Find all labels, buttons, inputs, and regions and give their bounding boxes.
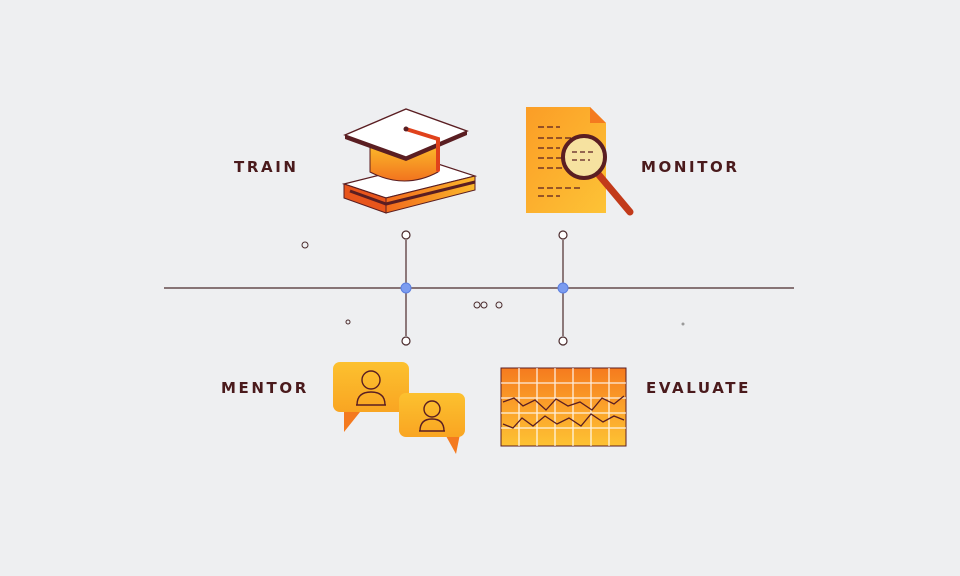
line-chart-grid-icon xyxy=(500,367,627,447)
connector-left-top-node xyxy=(401,230,411,240)
graduation-cap-on-book-icon xyxy=(341,108,478,214)
step-label-monitor: MONITOR xyxy=(641,158,740,176)
step-label-evaluate: EVALUATE xyxy=(646,379,751,397)
connector-right-bottom-node xyxy=(558,336,568,346)
chat-bubbles-people-icon xyxy=(333,362,465,454)
step-label-train: TRAIN xyxy=(234,158,299,176)
connector-right-top-node xyxy=(558,230,568,240)
step-label-mentor: MENTOR xyxy=(221,379,309,397)
connector-right xyxy=(557,230,569,346)
connector-left-bottom-node xyxy=(401,336,411,346)
decorative-dots xyxy=(301,241,503,325)
connector-left-axis-node xyxy=(400,282,412,294)
document-magnifier-icon xyxy=(526,107,634,216)
connector-left xyxy=(400,230,412,346)
connector-right-axis-node xyxy=(557,282,569,294)
decorative-dot-gray xyxy=(681,322,685,326)
